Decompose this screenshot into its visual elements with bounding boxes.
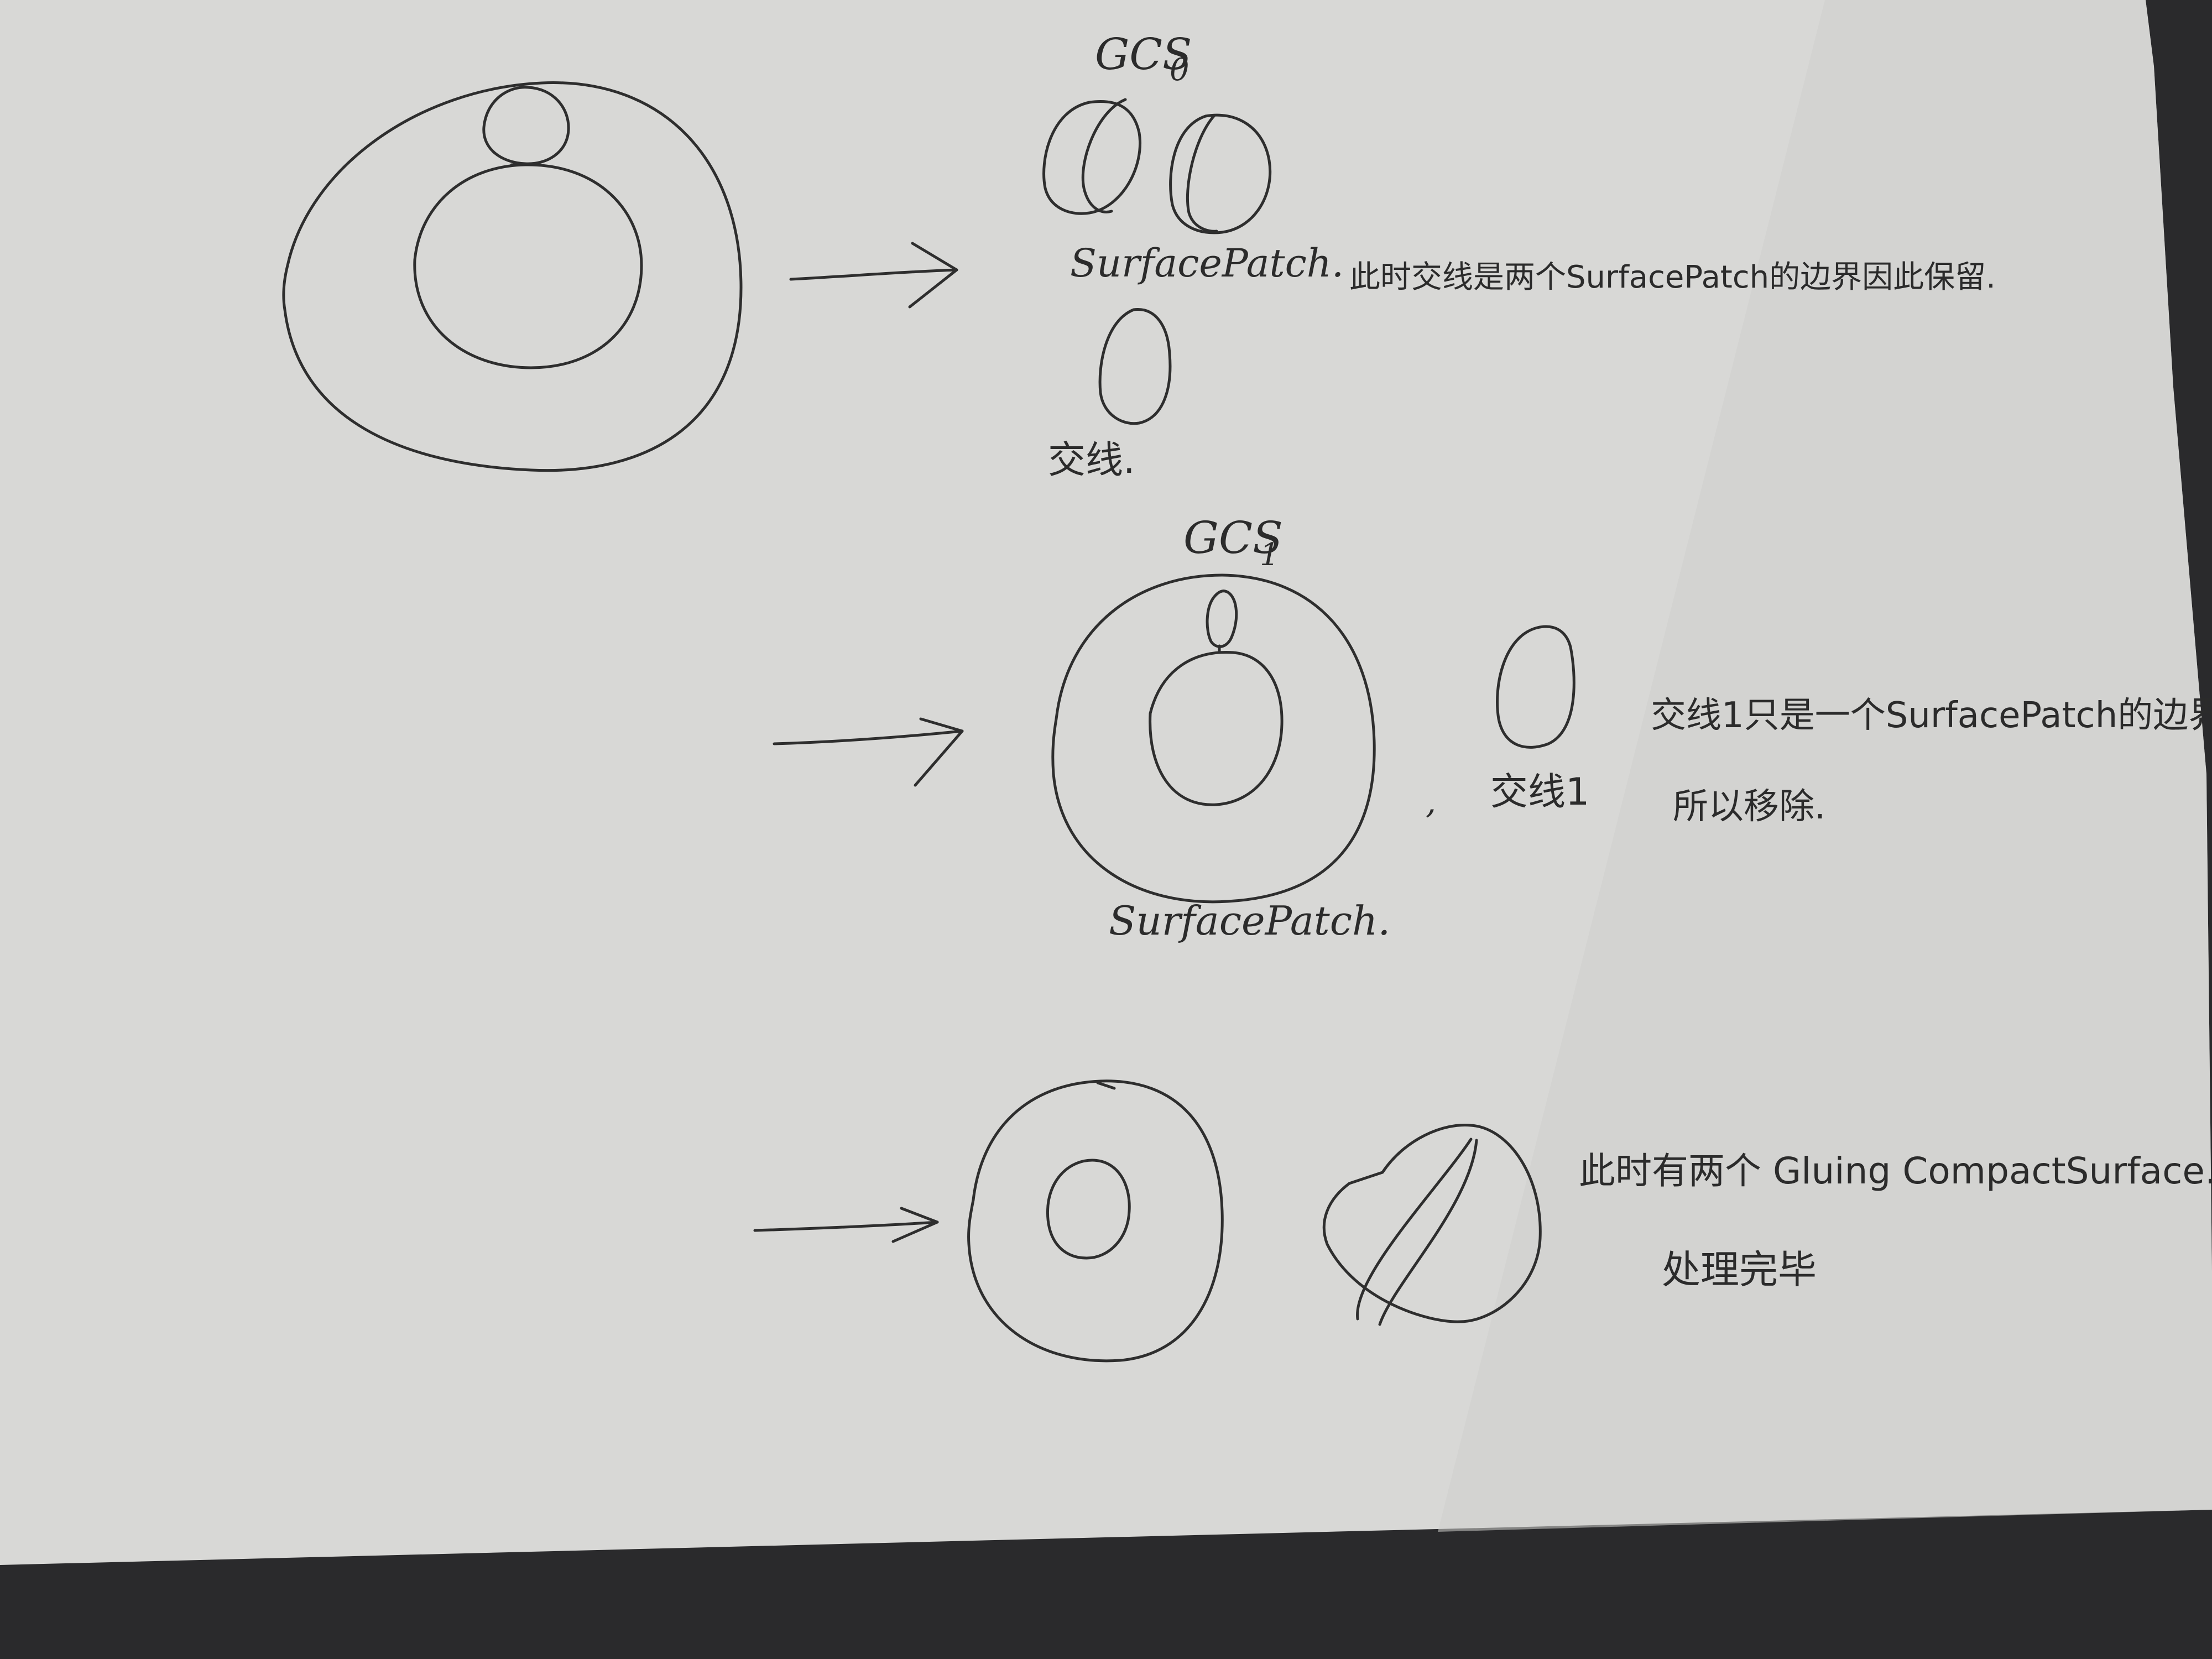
stage0-contact-mark bbox=[510, 162, 541, 166]
stage2-note-line1: 此时有两个 Gluing CompactSurface. bbox=[1579, 1150, 2212, 1192]
stage0-arrow bbox=[789, 242, 958, 309]
stage1-gcs-label: GCS bbox=[1183, 512, 1283, 564]
stage0-gcs-label: GCS bbox=[1095, 30, 1192, 80]
stage0-surface-patch-label: SurfacePatch. bbox=[1070, 241, 1344, 286]
stage0-intersection-label: 交线. bbox=[1048, 439, 1135, 482]
stage0-surface-patch-pieces bbox=[1042, 98, 1272, 234]
stage2-sphere-seam-right bbox=[1378, 1139, 1478, 1326]
stage2-ring-surface bbox=[967, 1079, 1224, 1363]
stage1-intersection-loop bbox=[1496, 625, 1575, 749]
stage1-arrow bbox=[773, 717, 964, 787]
stage2-inner-ring bbox=[1046, 1159, 1131, 1260]
stage1-surface-patch-shape bbox=[1051, 573, 1376, 904]
stage2-note-line2: 处理完毕 bbox=[1662, 1247, 1817, 1292]
stage0-small-ball bbox=[482, 86, 570, 165]
stage1-inner-ring bbox=[1149, 651, 1284, 806]
stage2-outer-ring bbox=[967, 1079, 1224, 1363]
stage1-note-line1: 交线1只是一个SurfacePatch的边界 bbox=[1651, 695, 2212, 736]
paper-shade bbox=[1438, 0, 2212, 1532]
stage2-sphere-surface bbox=[1322, 1123, 1542, 1326]
stage1-outer-ring bbox=[1051, 573, 1376, 904]
stage1-comma: , bbox=[1426, 782, 1436, 821]
stage2-arrow bbox=[753, 1207, 939, 1243]
stage0-patch-left-inner bbox=[1081, 98, 1127, 213]
stage1-surface-patch-label: SurfacePatch. bbox=[1109, 898, 1390, 944]
stage1-small-loop bbox=[1206, 589, 1238, 648]
stage0-gcs-subscript: 0 bbox=[1170, 52, 1190, 88]
stage1-note-line2: 所以移除. bbox=[1673, 786, 1825, 827]
stage1-gcs-subscript: 1 bbox=[1260, 537, 1280, 573]
stage0-note: 此时交线是两个SurfacePatch的边界因此保留. bbox=[1349, 259, 1996, 295]
stage2-outer-ring-tick bbox=[1096, 1081, 1116, 1090]
stage1-intersection-label: 交线1 bbox=[1490, 770, 1589, 814]
stage0-outer-ring bbox=[282, 81, 743, 472]
stage0-patch-right-outer bbox=[1169, 113, 1272, 234]
stage0-inner-ring bbox=[413, 163, 643, 369]
stage0-input-shape bbox=[282, 81, 743, 472]
stage2-sphere-outer bbox=[1322, 1123, 1542, 1323]
stage0-intersection-loop bbox=[1098, 308, 1172, 425]
stage2-sphere-seam-left bbox=[1356, 1138, 1473, 1321]
stage0-patch-right-inner bbox=[1186, 114, 1218, 233]
stage0-patch-left-outer bbox=[1042, 100, 1141, 215]
